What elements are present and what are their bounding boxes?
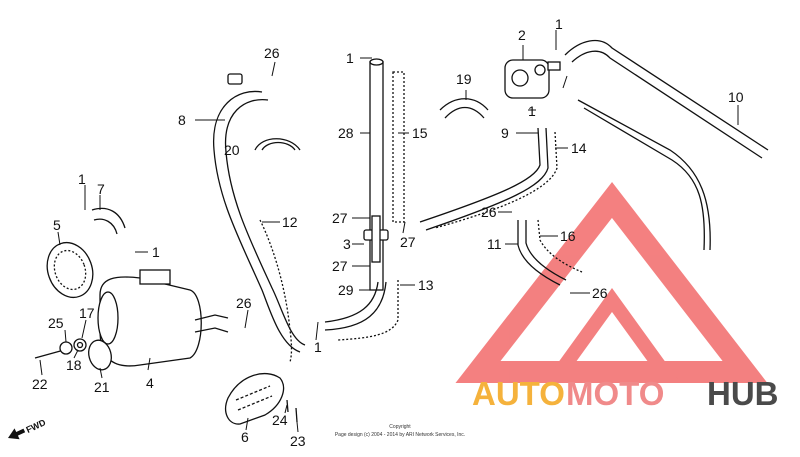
watermark-text: AUTO MOTO HUB: [472, 375, 779, 412]
callout-28: 28: [338, 125, 354, 141]
callout-17: 17: [79, 305, 95, 321]
callout-22: 22: [32, 376, 48, 392]
callout-8: 8: [178, 112, 186, 128]
callout-29: 29: [338, 282, 354, 298]
leader-lines: [39, 30, 739, 433]
copyright-line-2: Page design (c) 2004 - 2014 by ARI Netwo…: [335, 432, 465, 438]
fwd-label: FWD: [24, 417, 47, 435]
callout-27: 27: [332, 258, 348, 274]
callout-1: 1: [314, 339, 322, 355]
callout-10: 10: [728, 89, 744, 105]
callout-2: 2: [518, 27, 526, 43]
callout-13: 13: [418, 277, 434, 293]
callout-12: 12: [282, 214, 298, 230]
watermark-word-hub: HUB: [707, 375, 779, 412]
callout-26: 26: [592, 285, 608, 301]
fwd-arrow: FWD: [8, 417, 48, 440]
callout-1: 1: [528, 103, 536, 119]
callout-1: 1: [555, 16, 563, 32]
callout-24: 24: [272, 412, 288, 428]
callouts: 1 1 1 1 1 1 2 3 4 5 6 7 8 9 10 11 12 13 …: [32, 16, 744, 449]
callout-23: 23: [290, 433, 306, 449]
callout-9: 9: [501, 125, 509, 141]
callout-1: 1: [78, 171, 86, 187]
fwd-arrow-icon: [8, 428, 26, 440]
part-drawings: [34, 39, 769, 425]
callout-20: 20: [224, 142, 240, 158]
watermark-word-auto: AUTO: [472, 375, 565, 412]
callout-26: 26: [236, 295, 252, 311]
callout-16: 16: [560, 228, 576, 244]
callout-4: 4: [146, 375, 154, 391]
callout-26: 26: [481, 204, 497, 220]
callout-11: 11: [487, 236, 502, 252]
watermark-word-moto: MOTO: [566, 375, 664, 412]
callout-6: 6: [241, 429, 249, 445]
callout-19: 19: [456, 71, 472, 87]
copyright-line-1: Copyright: [389, 424, 411, 430]
callout-27: 27: [400, 234, 416, 250]
callout-1: 1: [152, 244, 160, 260]
callout-7: 7: [97, 181, 105, 197]
callout-27: 27: [332, 210, 348, 226]
watermark-logo: [455, 182, 768, 383]
callout-15: 15: [412, 125, 428, 141]
callout-21: 21: [94, 379, 110, 395]
callout-18: 18: [66, 357, 82, 373]
callout-14: 14: [571, 140, 587, 156]
callout-3: 3: [343, 236, 351, 252]
callout-26: 26: [264, 45, 280, 61]
callout-5: 5: [53, 217, 61, 233]
callout-25: 25: [48, 315, 64, 331]
callout-1: 1: [346, 50, 354, 66]
